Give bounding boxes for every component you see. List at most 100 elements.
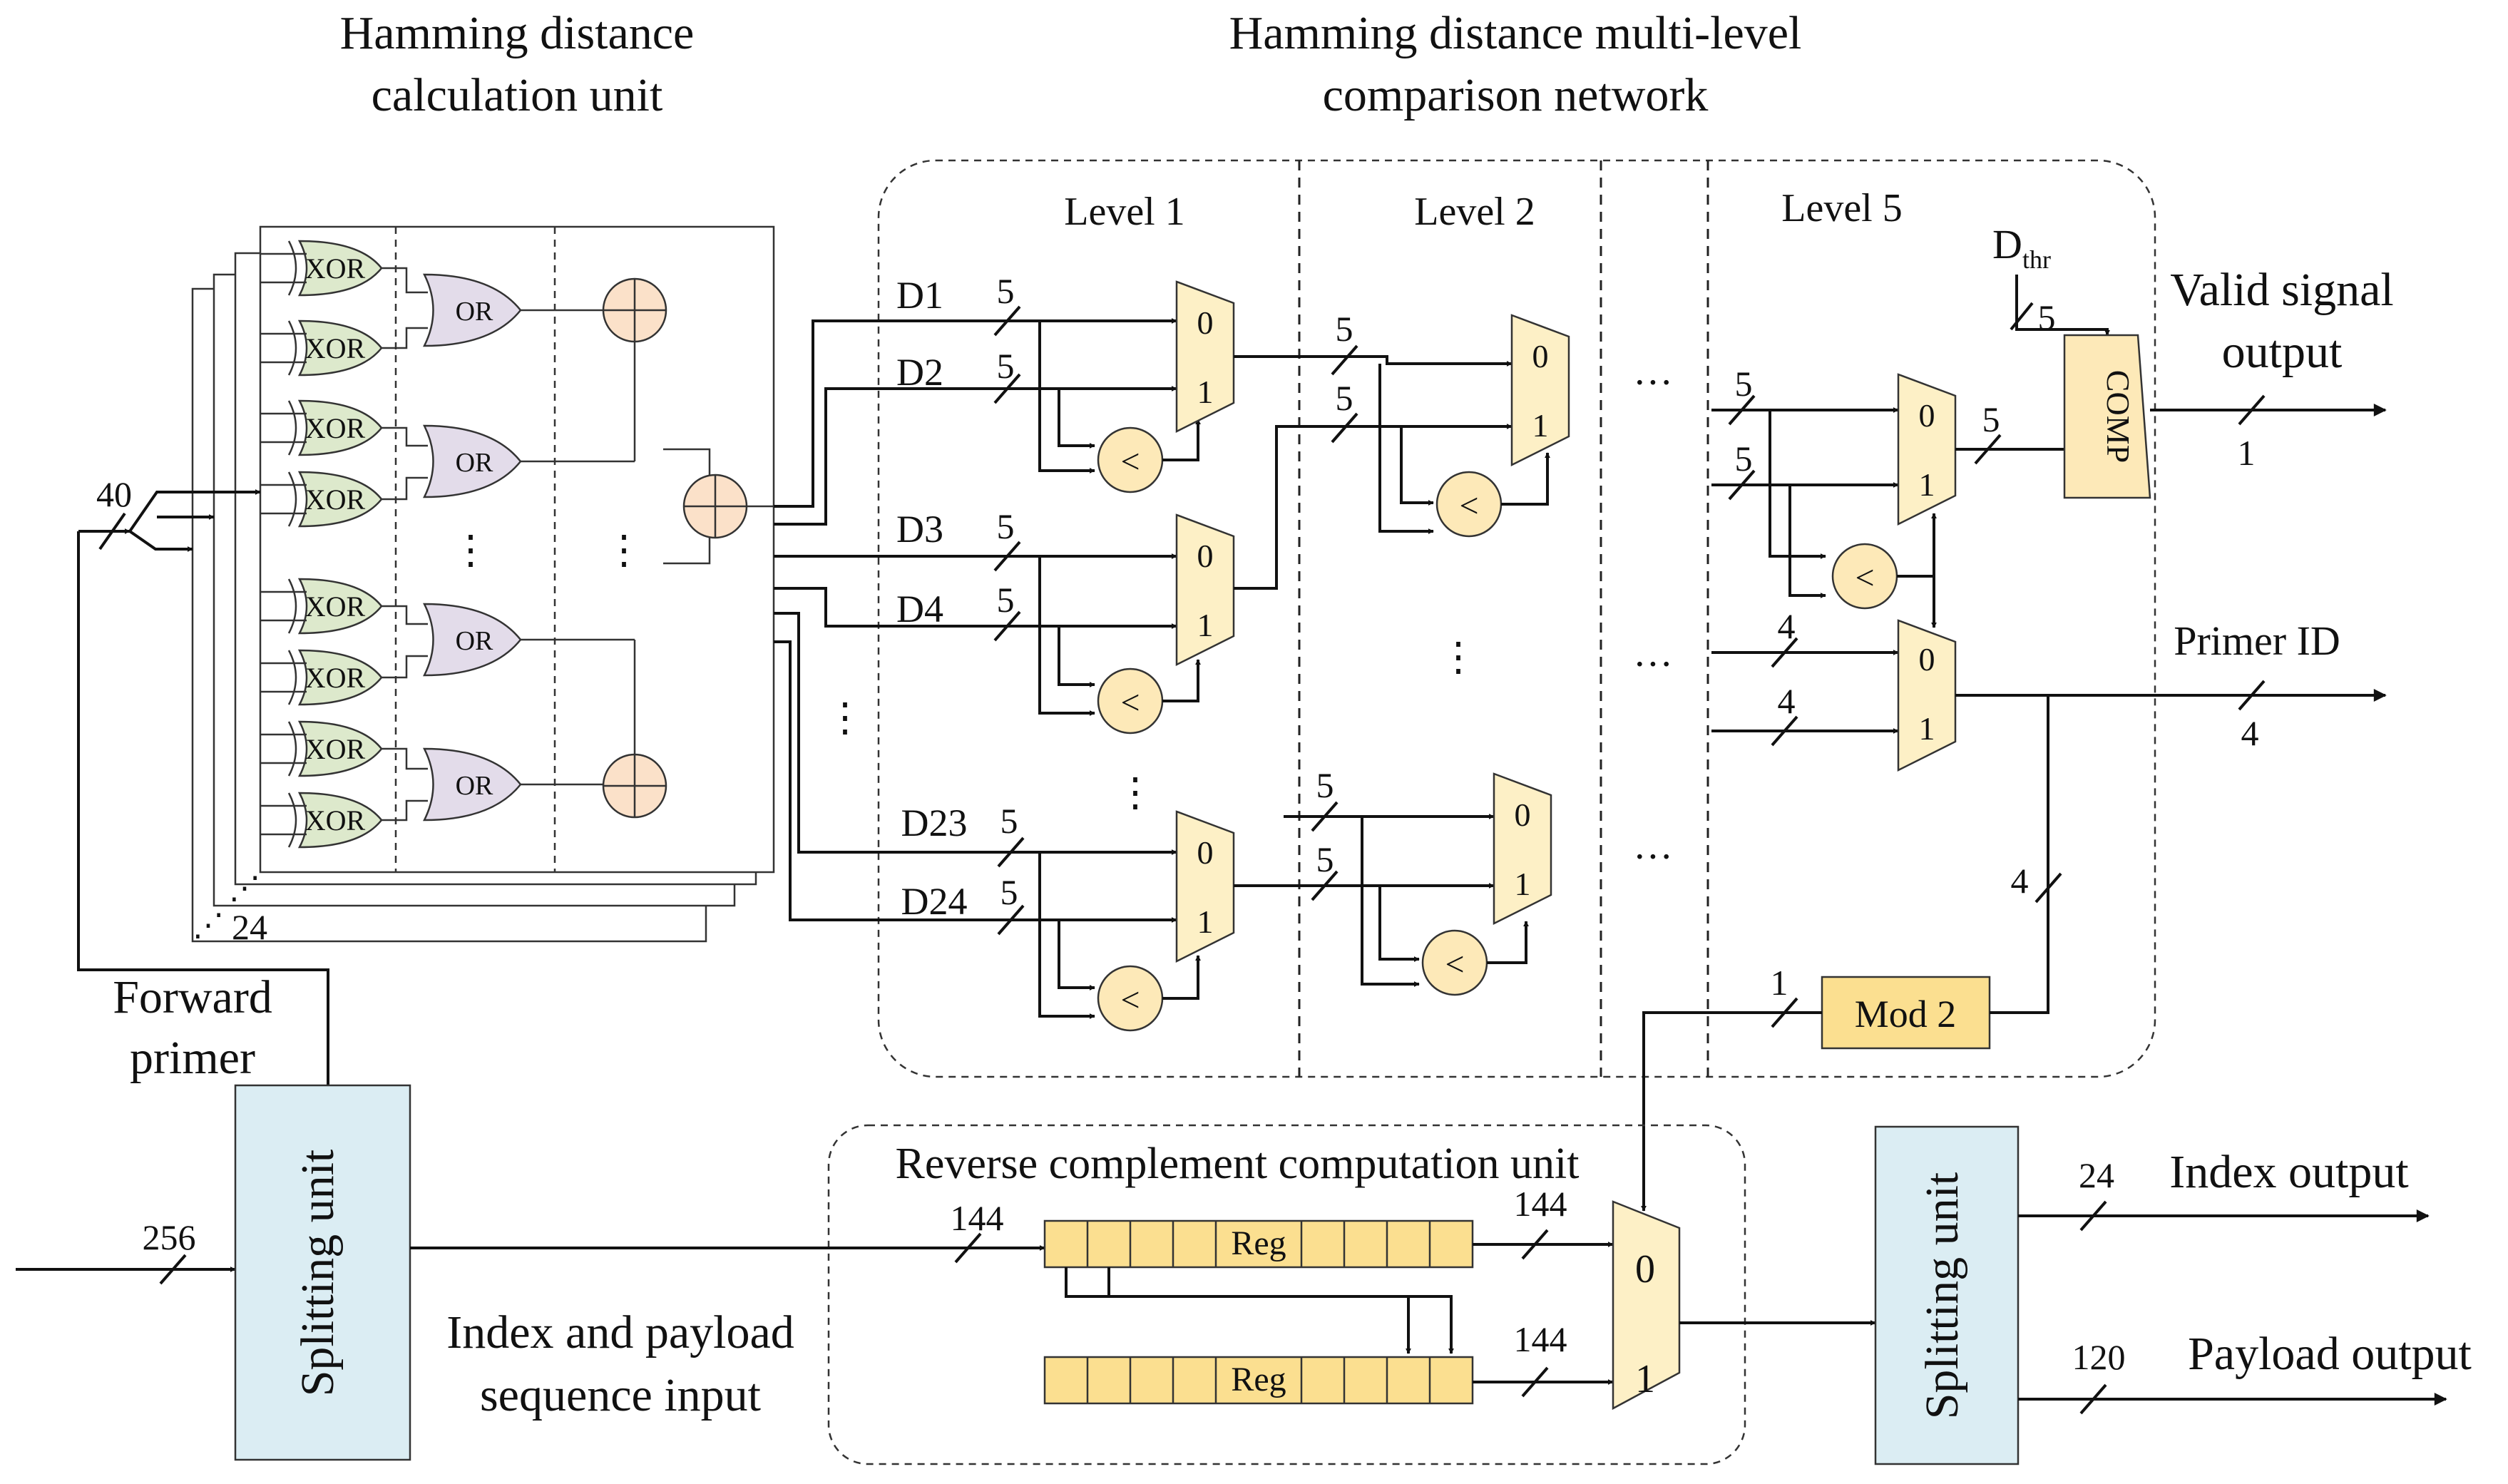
splitting-unit-right: Splitting unit <box>1874 1125 2020 1465</box>
forward-primer-input: 40 Forward primer <box>77 474 329 1098</box>
level2-ellipsis: ⋮ <box>1438 635 1478 680</box>
hamming-unit-title-line1: Hamming distance <box>340 7 695 59</box>
svg-text:5: 5 <box>1000 872 1018 912</box>
comparison-network: Level 1 Level 2 Level 5 ⋮ D1 D2 D3 D4 D2… <box>774 159 2156 1212</box>
comparator-icon: < <box>1097 667 1164 735</box>
svg-text:Splitting unit: Splitting unit <box>1916 1172 1968 1420</box>
width-forty-label: 40 <box>96 474 132 514</box>
svg-text:0: 0 <box>1919 641 1935 677</box>
svg-text:XOR: XOR <box>305 252 366 285</box>
bus-width-marker: 5 <box>1728 439 1756 501</box>
index-payload-label-line2: sequence input <box>480 1369 761 1421</box>
xor-gate: XOR <box>260 399 383 456</box>
or-gate: OR <box>422 273 522 347</box>
dthr-input: Dthr 5 <box>1992 221 2110 337</box>
svg-text:5: 5 <box>1982 399 2000 439</box>
stack-ellipsis: ⋰ <box>229 871 260 906</box>
width-256-label: 256 <box>143 1217 196 1257</box>
or-stack-ellipsis: ⋮ <box>451 528 491 573</box>
svg-text:<: < <box>1445 946 1464 983</box>
level1-mux-ellipsis: ⋮ <box>1115 771 1155 815</box>
svg-text:0: 0 <box>1197 834 1214 871</box>
primer-id-label: Primer ID <box>2174 618 2340 664</box>
svg-text:5: 5 <box>1336 309 1353 349</box>
comp-block: COMP <box>2063 334 2151 499</box>
svg-text:1: 1 <box>1532 407 1549 444</box>
comparator-icon: < <box>1435 471 1503 538</box>
svg-text:1: 1 <box>1197 607 1214 643</box>
level-5-label: Level 5 <box>1781 186 1902 230</box>
hamming-unit-title-line2: calculation unit <box>372 69 663 121</box>
svg-text:1: 1 <box>1635 1357 1655 1401</box>
level-2-label: Level 2 <box>1414 190 1535 234</box>
svg-text:Mod 2: Mod 2 <box>1855 993 1957 1035</box>
level-ellipsis: ··· <box>1633 835 1673 879</box>
bus-width-marker: 5 <box>993 506 1021 572</box>
adder-icon <box>682 474 748 539</box>
bus-width-marker: 5 <box>997 872 1025 936</box>
output-mux: 0 1 <box>1612 1200 1681 1411</box>
register: Reg <box>1043 1219 1474 1269</box>
index-payload-label-line1: Index and payload <box>446 1306 794 1358</box>
bus-width-marker: 5 <box>997 801 1025 868</box>
svg-text:5: 5 <box>1316 839 1334 879</box>
d4-label: D4 <box>896 588 943 630</box>
svg-text:4: 4 <box>1778 681 1796 721</box>
svg-text:4: 4 <box>2011 861 2029 901</box>
svg-text:0: 0 <box>1515 797 1531 833</box>
valid-signal-label-line2: output <box>2222 326 2343 378</box>
adder-icon <box>602 277 667 343</box>
d-inputs-ellipsis: ⋮ <box>825 696 865 740</box>
svg-text:XOR: XOR <box>305 332 366 364</box>
svg-text:0: 0 <box>1532 338 1549 374</box>
svg-text:0: 0 <box>1197 538 1214 574</box>
bus-width-marker: 1 <box>1771 963 1798 1028</box>
reverse-complement-label: Reverse complement computation unit <box>895 1140 1579 1188</box>
mux: 01 <box>1510 314 1570 467</box>
svg-text:XOR: XOR <box>305 412 366 444</box>
svg-text:XOR: XOR <box>305 483 366 516</box>
or-gate: OR <box>422 747 522 822</box>
bus-width-marker: 5 <box>1974 399 2002 465</box>
svg-text:5: 5 <box>1735 439 1753 479</box>
stack-ellipsis: ⋰ <box>193 908 224 943</box>
svg-text:4: 4 <box>2241 713 2259 753</box>
svg-text:<: < <box>1459 487 1478 525</box>
svg-text:5: 5 <box>1336 378 1353 418</box>
svg-text:COMP: COMP <box>2100 370 2136 463</box>
svg-text:XOR: XOR <box>305 733 366 765</box>
d24-label: D24 <box>901 880 968 923</box>
svg-text:0: 0 <box>1919 397 1935 434</box>
level-1-label: Level 1 <box>1064 190 1184 234</box>
bus-width-marker: 5 <box>1311 765 1339 832</box>
valid-signal-label-line1: Valid signal <box>2170 264 2393 316</box>
bus-width-marker: 5 <box>993 271 1021 337</box>
svg-text:5: 5 <box>1316 765 1334 805</box>
bus-width-marker: 4 <box>2011 861 2062 904</box>
svg-text:1: 1 <box>1919 710 1935 747</box>
adder-ellipsis: ⋮ <box>604 528 644 573</box>
primer-id-output: 4 Primer ID <box>1955 618 2387 753</box>
svg-text:Reg: Reg <box>1231 1224 1286 1262</box>
network-title-line2: comparison network <box>1323 69 1709 121</box>
bus-width-marker: 4 <box>1771 681 1798 747</box>
d3-label: D3 <box>896 508 943 551</box>
index-output-label: Index output <box>2169 1146 2408 1198</box>
svg-text:XOR: XOR <box>305 590 366 623</box>
svg-text:1: 1 <box>1197 374 1214 410</box>
svg-text:5: 5 <box>1735 364 1753 404</box>
svg-text:0: 0 <box>1197 305 1214 341</box>
bottom-datapath: 256 Splitting unit Index and payload seq… <box>16 1084 2472 1465</box>
svg-text:5: 5 <box>997 506 1015 546</box>
or-gate: OR <box>422 424 522 498</box>
comparator-icon: < <box>1421 929 1488 996</box>
svg-text:1: 1 <box>1515 866 1531 902</box>
svg-text:1: 1 <box>1197 904 1214 940</box>
svg-text:OR: OR <box>456 771 493 801</box>
comparator-icon: < <box>1097 426 1164 493</box>
svg-text:5: 5 <box>2038 297 2056 337</box>
svg-text:144: 144 <box>1514 1184 1567 1224</box>
hamming-calculation-unit: XOR XOR XOR XOR XOR XOR XOR XOR OR OR OR… <box>191 225 775 947</box>
xor-gate: XOR <box>260 240 383 297</box>
bus-width-marker: 5 <box>1331 378 1358 444</box>
